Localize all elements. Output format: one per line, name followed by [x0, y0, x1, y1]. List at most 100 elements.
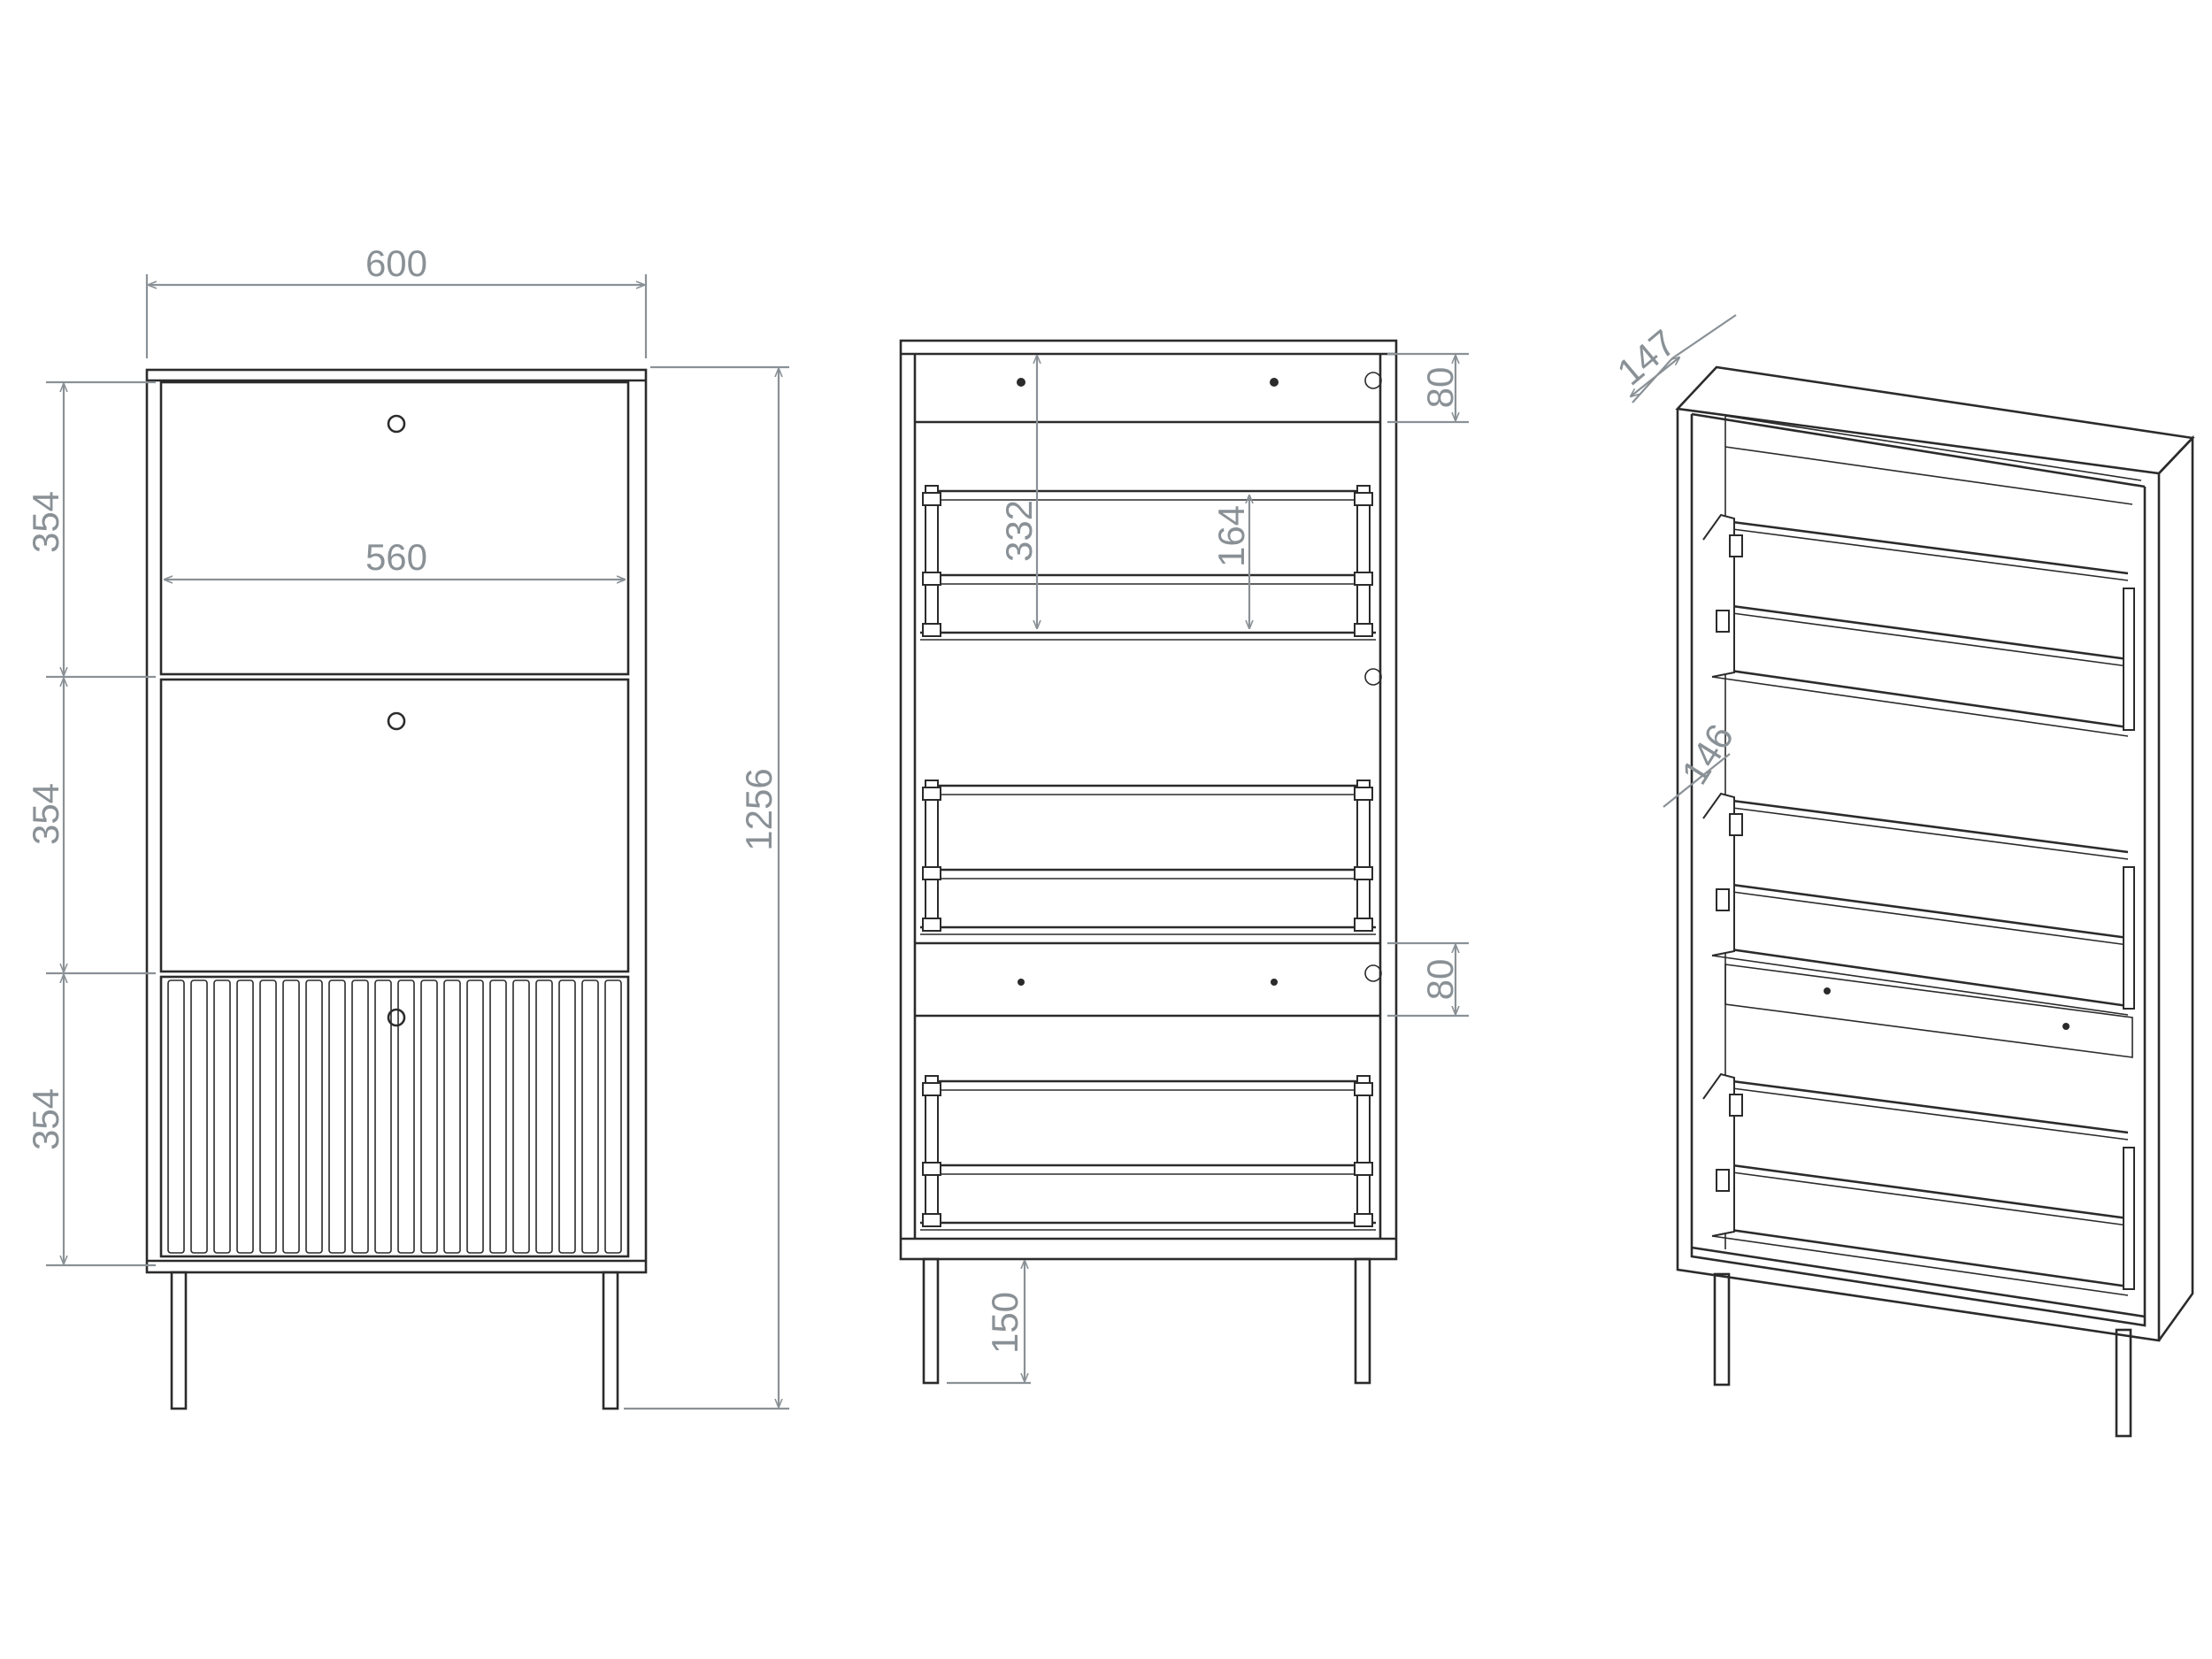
flute-strip [190, 979, 208, 1254]
front-view: 600 560 354 354 354 1256 [25, 242, 789, 1410]
rack-bracket [1702, 792, 1735, 956]
flute-strip [512, 979, 530, 1254]
rack-bracket-clip [1354, 866, 1373, 880]
rack-bracket [925, 1075, 939, 1227]
rack-base [1711, 955, 2129, 1016]
flute-strip [604, 979, 622, 1254]
rack-bracket-clip [1716, 1169, 1730, 1192]
back-view: 80 80 332 164 150 [899, 339, 1469, 1385]
rack-bracket [925, 780, 939, 932]
rack-bracket-clip [1354, 1213, 1373, 1227]
rack-bracket-clip [922, 1082, 941, 1096]
rack-bracket-clip [1354, 623, 1373, 637]
dim-shelf-offset: 146 [1673, 717, 1741, 791]
flute-strip [213, 979, 231, 1254]
rack-base [1711, 1225, 2129, 1288]
rack-bracket [1356, 780, 1371, 932]
rack-rail [1732, 799, 2129, 854]
knob-icon [387, 414, 406, 434]
rack-rail [1732, 1171, 2129, 1226]
rack-bracket [2123, 1147, 2135, 1290]
dim-total-width: 600 [365, 242, 427, 284]
rack-bracket [2123, 588, 2135, 731]
rack-bracket-clip [1716, 610, 1730, 633]
rack-bracket-clip [922, 787, 941, 801]
flute-strip [443, 979, 461, 1254]
rack-bracket-clip [1729, 534, 1743, 557]
rack-bracket-clip [922, 866, 941, 880]
leg [922, 1257, 940, 1385]
flute-strip [305, 979, 323, 1254]
rack-rail [1732, 891, 2129, 946]
rack-rail [1732, 1164, 2129, 1220]
flute-strip [489, 979, 507, 1254]
leg [170, 1271, 188, 1410]
dim-section-top: 354 [25, 491, 66, 553]
leg [602, 1271, 619, 1410]
rack-bracket [2123, 866, 2135, 1010]
dim-section-middle: 354 [25, 783, 66, 845]
rack-bracket-clip [1729, 813, 1743, 836]
fluted-panel-pattern [167, 979, 622, 1254]
flute-strip [558, 979, 576, 1254]
dim-section-bottom: 354 [25, 1088, 66, 1150]
shoe-racks [1702, 513, 2135, 1296]
rack-bracket-clip [1354, 787, 1373, 801]
rack-base [1711, 945, 2129, 1008]
rack-rail [1732, 520, 2129, 575]
bottom-fluted-door [159, 975, 630, 1258]
rack-bracket-clip [922, 572, 941, 586]
rack-bracket [1702, 1072, 1735, 1237]
rack-bracket-clip [922, 1213, 941, 1227]
rack-bracket-clip [1354, 918, 1373, 932]
rack-base [1711, 666, 2129, 729]
rack-base [1711, 676, 2129, 737]
rack-rail [1732, 1079, 2129, 1134]
rack-bracket [1702, 513, 1735, 678]
rack-bracket-clip [1354, 572, 1373, 586]
leg [1354, 1257, 1371, 1385]
flute-strip [420, 979, 438, 1254]
rack-bracket-clip [922, 918, 941, 932]
side-perspective-view: 147 146 [1609, 314, 2195, 1438]
rack-rail [1732, 604, 2129, 661]
rack-bracket-clip [922, 1162, 941, 1176]
dim-mid-panel: 80 [1419, 959, 1461, 1001]
flute-strip [466, 979, 484, 1254]
rack-rail [1732, 612, 2129, 667]
knob-icon [387, 711, 406, 731]
knob-icon [387, 1008, 406, 1027]
rack-bracket [925, 485, 939, 637]
rack-rail [1732, 1087, 2129, 1141]
dim-inner-width: 560 [365, 536, 427, 578]
leg [2115, 1328, 2132, 1438]
top-door [159, 380, 630, 676]
rack-bracket-clip [922, 492, 941, 506]
flute-strip [374, 979, 392, 1254]
rack-rail [1732, 528, 2129, 581]
rack-bracket-clip [1354, 1082, 1373, 1096]
flute-strip [581, 979, 599, 1254]
flute-strip [328, 979, 346, 1254]
rack-bracket-clip [1716, 888, 1730, 911]
flute-strip [167, 979, 185, 1254]
dim-total-height: 1256 [738, 768, 780, 850]
leg [1713, 1272, 1731, 1386]
dim-depth: 147 [1609, 321, 1684, 393]
flute-strip [259, 979, 277, 1254]
dim-rail-gap: 164 [1210, 505, 1252, 567]
rack-bracket [1356, 485, 1371, 637]
dim-shelf-span: 332 [998, 500, 1040, 562]
rack-base [1711, 1235, 2129, 1296]
flute-strip [351, 979, 369, 1254]
rack-bracket-clip [1354, 1162, 1373, 1176]
middle-door [159, 678, 630, 973]
rack-bracket-clip [1354, 492, 1373, 506]
rack-bracket-clip [922, 623, 941, 637]
rack-rail [1732, 883, 2129, 940]
dim-top-panel: 80 [1419, 367, 1461, 409]
flute-strip [236, 979, 254, 1254]
flute-strip [282, 979, 300, 1254]
flute-strip [535, 979, 553, 1254]
